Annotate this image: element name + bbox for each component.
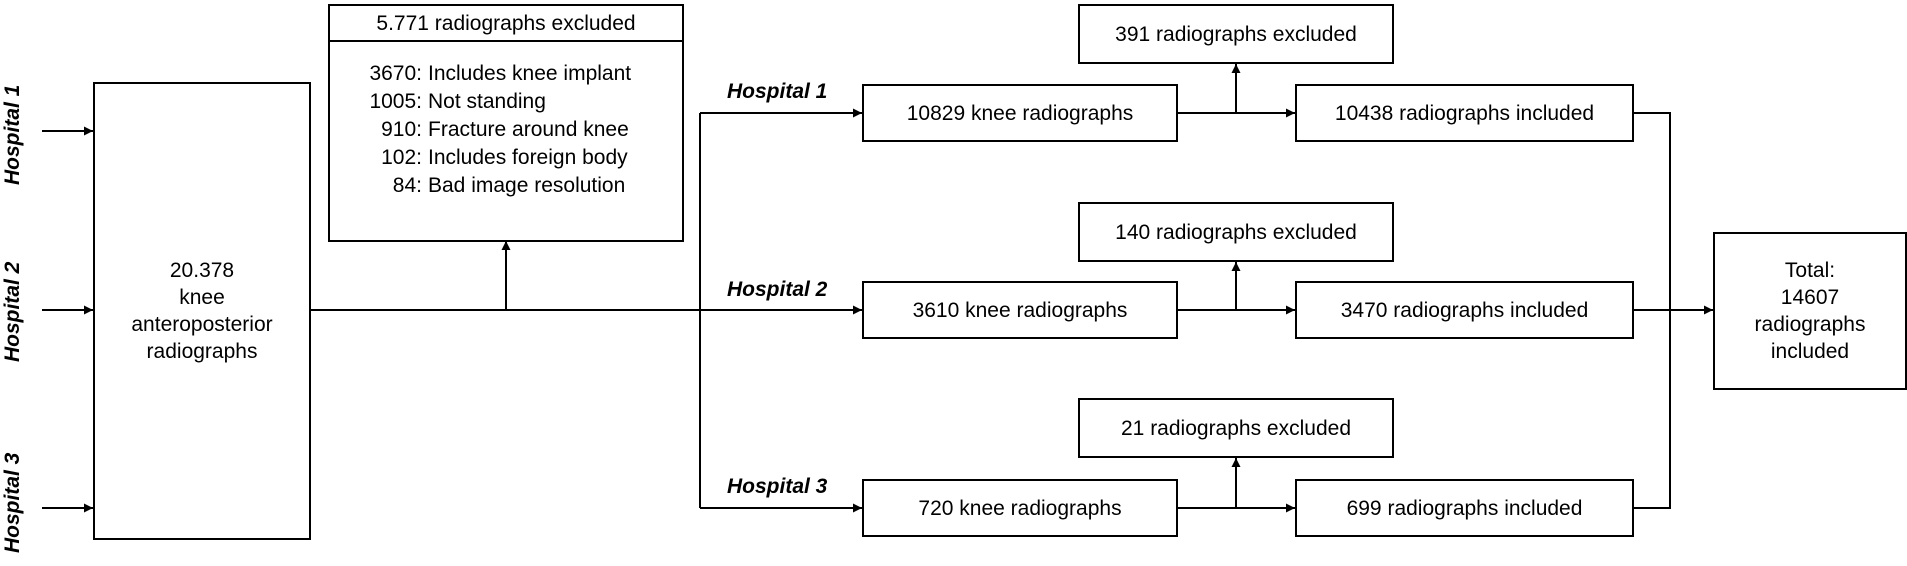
final-total-label: Total: xyxy=(1784,259,1836,282)
hospital-2-included-box: 3470 radiographs included xyxy=(1295,281,1634,339)
branch-label-hospital-1: Hospital 1 xyxy=(727,80,828,103)
exclusion-header: 5.771 radiographs excluded xyxy=(330,6,682,42)
exclusion-reason-row: 102: Includes foreign body xyxy=(352,144,660,172)
exclusion-reason: Fracture around knee xyxy=(428,118,629,141)
exclusion-count: 84: xyxy=(392,174,422,197)
exclusion-count: 1005: xyxy=(369,90,422,113)
final-total-count: 14607 xyxy=(1780,286,1840,309)
source-label-hospital-1: Hospital 1 xyxy=(1,84,24,185)
hospital-3-included-box: 699 radiographs included xyxy=(1295,479,1634,537)
source-label-hospital-3: Hospital 3 xyxy=(1,452,24,553)
initial-pool-line-3: anteroposterior xyxy=(131,313,273,336)
final-total-line-3: radiographs xyxy=(1754,313,1866,336)
initial-pool-line-2: knee xyxy=(179,286,225,309)
initial-pool-count: 20.378 xyxy=(169,259,235,282)
exclusion-reason-row: 1005: Not standing xyxy=(352,88,660,116)
exclusion-reason-row: 84: Bad image resolution xyxy=(352,172,660,200)
exclusion-count: 910: xyxy=(381,118,422,141)
exclusion-reason: Not standing xyxy=(428,90,546,113)
branch-label-hospital-3: Hospital 3 xyxy=(727,475,828,498)
exclusion-reason: Includes foreign body xyxy=(428,146,628,169)
final-total-box: Total: 14607 radiographs included xyxy=(1713,232,1907,390)
hospital-3-total-box: 720 knee radiographs xyxy=(862,479,1178,537)
exclusion-count: 102: xyxy=(381,146,422,169)
exclusion-reason-row: 3670: Includes knee implant xyxy=(352,60,660,88)
exclusion-reason-row: 910: Fracture around knee xyxy=(352,116,660,144)
hospital-2-excluded-box: 140 radiographs excluded xyxy=(1078,202,1394,262)
exclusion-reasons-list: 3670: Includes knee implant 1005: Not st… xyxy=(330,60,682,200)
exclusion-reason: Bad image resolution xyxy=(428,174,626,197)
hospital-1-included-box: 10438 radiographs included xyxy=(1295,84,1634,142)
source-label-hospital-2: Hospital 2 xyxy=(1,261,24,362)
initial-pool-box: 20.378 knee anteroposterior radiographs xyxy=(93,82,311,540)
exclusion-reason: Includes knee implant xyxy=(428,62,632,85)
exclusion-box: 5.771 radiographs excluded 3670: Include… xyxy=(328,4,684,242)
hospital-2-total-box: 3610 knee radiographs xyxy=(862,281,1178,339)
hospital-1-excluded-box: 391 radiographs excluded xyxy=(1078,4,1394,64)
hospital-3-excluded-box: 21 radiographs excluded xyxy=(1078,398,1394,458)
branch-label-hospital-2: Hospital 2 xyxy=(727,278,828,301)
hospital-1-total-box: 10829 knee radiographs xyxy=(862,84,1178,142)
exclusion-count: 3670: xyxy=(369,62,422,85)
final-total-line-4: included xyxy=(1770,340,1850,363)
initial-pool-line-4: radiographs xyxy=(146,340,258,363)
